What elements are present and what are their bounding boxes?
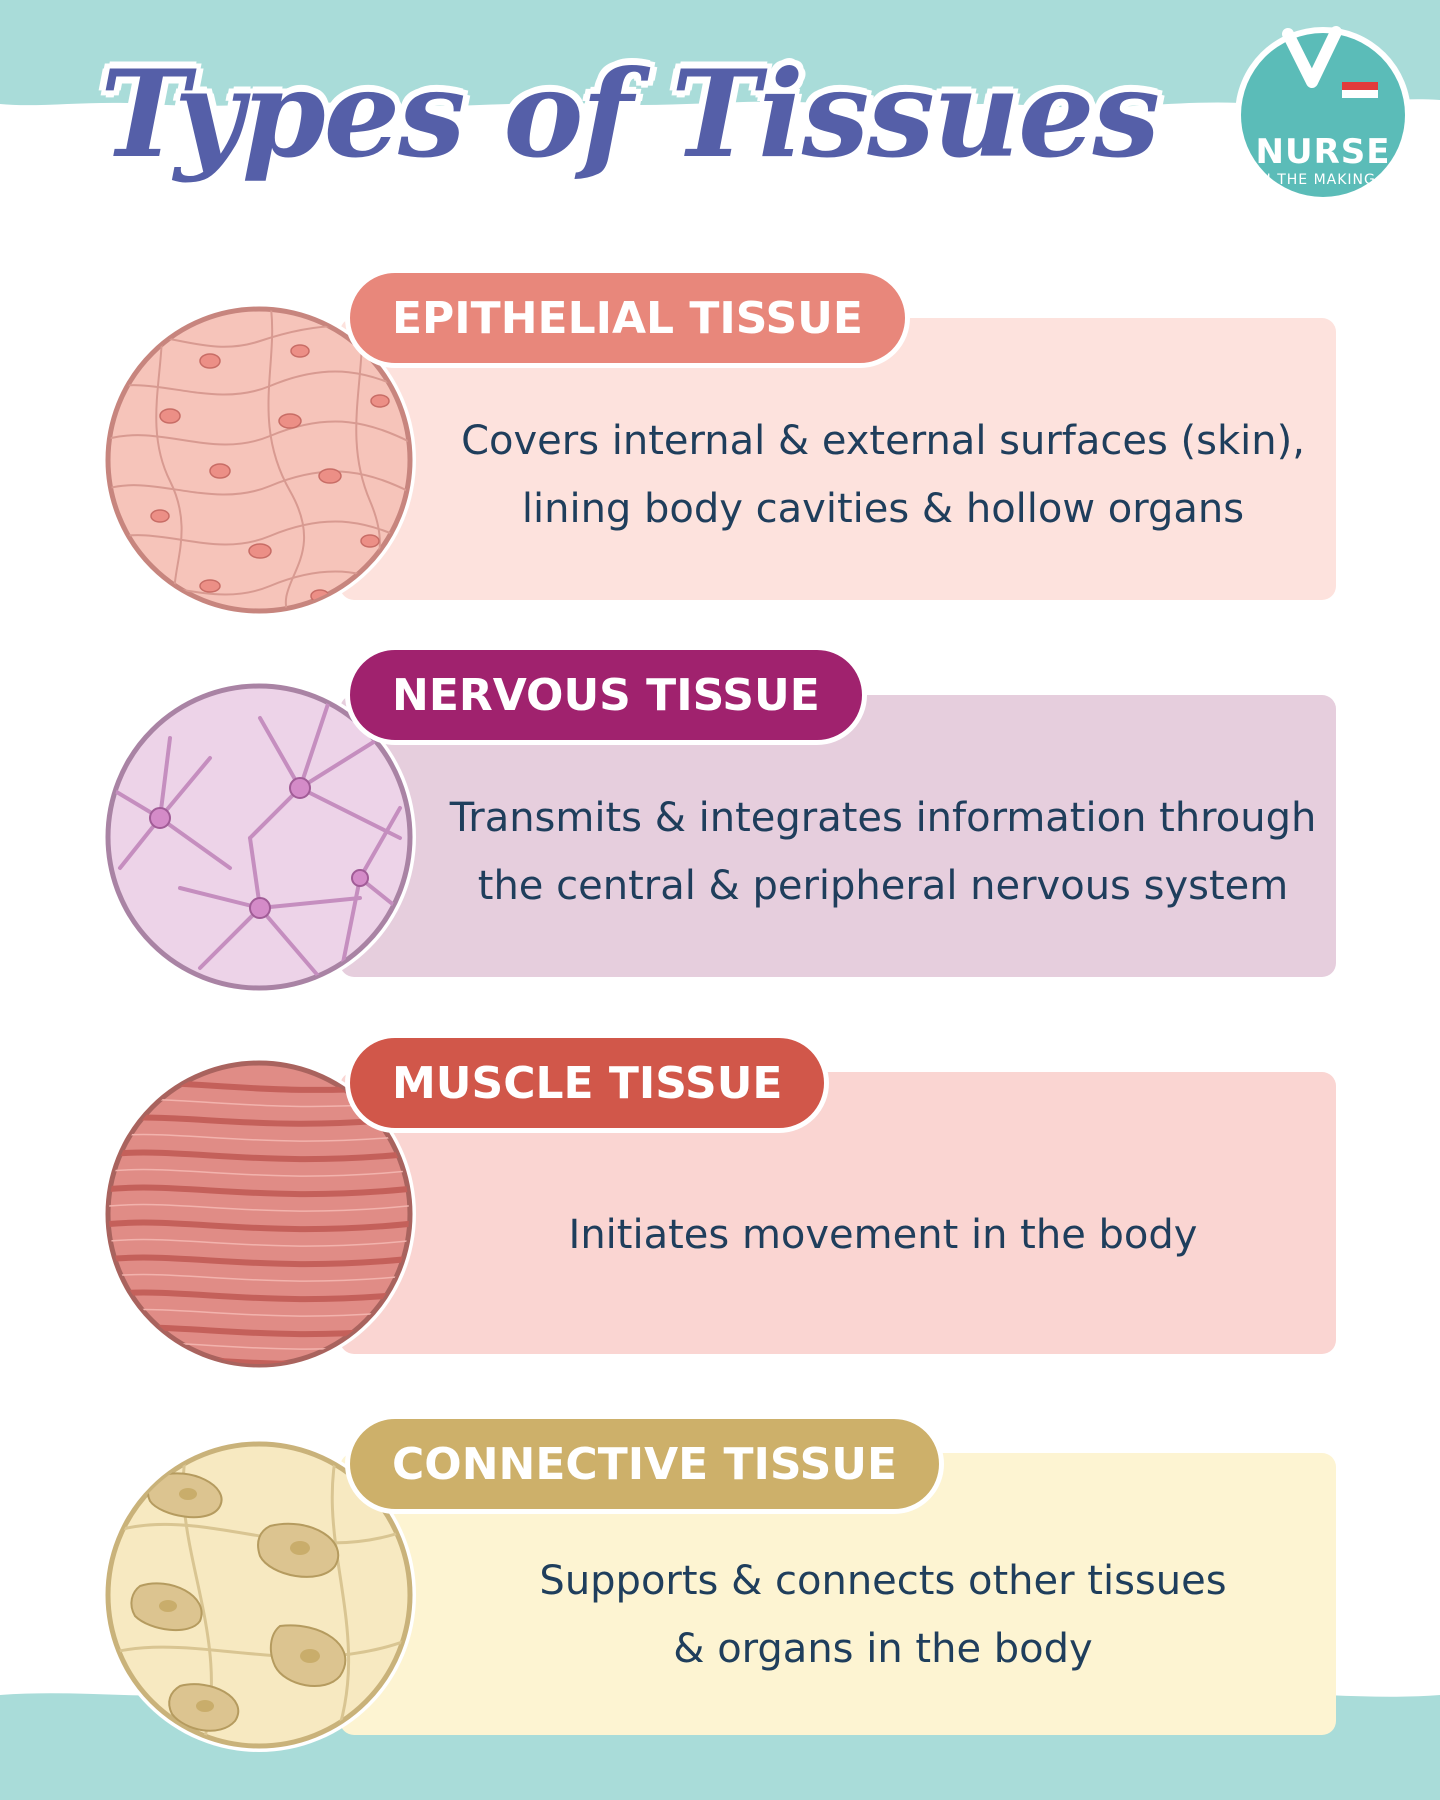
epithelial-description-line-2: lining body cavities & hollow organs	[521, 486, 1245, 532]
epithelial-tissue-label: EPITHELIAL TISSUE	[345, 268, 910, 368]
epithelial-description: Covers internal & external surfaces (ski…	[420, 407, 1346, 543]
muscle-fibers-icon	[102, 1057, 416, 1371]
nervous-description-line-1: Transmits & integrates information throu…	[449, 795, 1317, 841]
connective-description-line-2: & organs in the body	[673, 1626, 1093, 1672]
page-title: Types of Tissues	[100, 44, 1160, 185]
connective-description: Supports & connects other tissues & orga…	[420, 1547, 1346, 1683]
connective-cells-icon	[102, 1438, 416, 1752]
nervous-description-line-2: the central & peripheral nervous system	[477, 863, 1289, 909]
muscle-description-line-1: Initiates movement in the body	[568, 1212, 1198, 1258]
connective-tissue-label: CONNECTIVE TISSUE	[345, 1414, 945, 1514]
nervous-tissue-label: NERVOUS TISSUE	[345, 645, 867, 745]
logo-wordmark: NURSE	[1255, 132, 1391, 172]
logo-tagline: IN THE MAKING®	[1255, 172, 1391, 188]
epithelial-description-line-1: Covers internal & external surfaces (ski…	[461, 418, 1305, 464]
epithelial-cells-icon	[102, 303, 416, 617]
top-teal-band	[0, 0, 1440, 108]
brand-logo: NURSE IN THE MAKING®	[1232, 24, 1414, 206]
muscle-description: Initiates movement in the body	[420, 1201, 1346, 1269]
nervous-description: Transmits & integrates information throu…	[420, 784, 1346, 920]
connective-description-line-1: Supports & connects other tissues	[539, 1558, 1227, 1604]
neurons-icon	[102, 680, 416, 994]
logo-badge-icon	[1235, 26, 1411, 203]
muscle-tissue-label: MUSCLE TISSUE	[345, 1033, 830, 1133]
